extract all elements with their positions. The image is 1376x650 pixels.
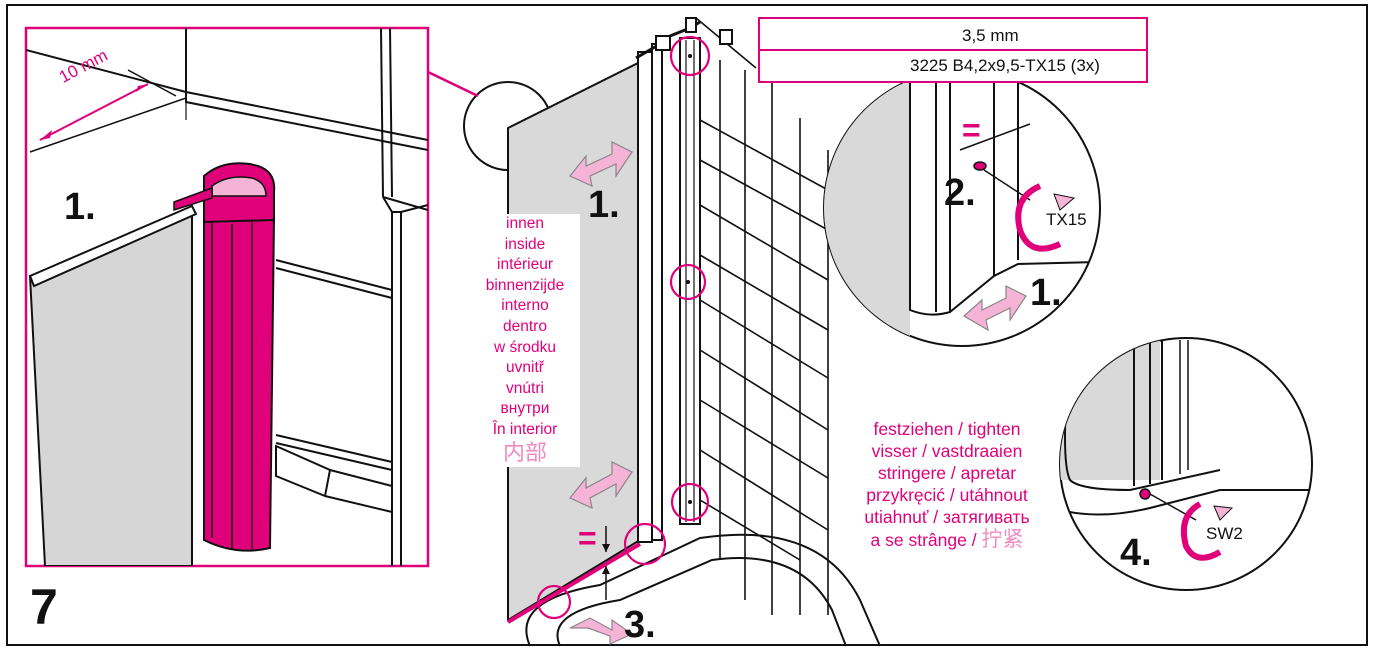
inside-label: binnenzijde <box>485 276 565 294</box>
tighten-label: stringere / apretar <box>877 463 1017 483</box>
inside-label: inside <box>504 235 546 253</box>
screw-spec-label: 3225 B4,2x9,5-TX15 (3x) <box>910 56 1100 75</box>
inside-label: внутри <box>500 400 550 418</box>
step-label-bottom: 3. <box>624 604 656 646</box>
tool-label-sw2: SW2 <box>1206 524 1243 543</box>
inside-label: 内部 <box>502 440 547 466</box>
tighten-label-list: festziehen / tighten visser / vastdraaie… <box>830 418 1064 551</box>
hardware-spec-box <box>758 17 1148 83</box>
step-label-detail-arrow: 1. <box>1030 272 1062 314</box>
tool-label-tx15: TX15 <box>1046 210 1087 229</box>
step-label-detail: 2. <box>944 172 976 214</box>
tile-grid-main <box>695 17 829 615</box>
detail-panel-left <box>24 26 430 568</box>
inside-label: uvnitř <box>506 359 544 377</box>
equal-sign-main: = <box>578 520 597 556</box>
tighten-label: przykręcić / utáhnout <box>866 485 1028 505</box>
step-label-tighten: 4. <box>1120 532 1152 574</box>
inside-label: w środku <box>493 338 557 356</box>
detail-circle-bottom-right <box>1059 337 1313 591</box>
inside-label-list: innen inside intérieur binnenzijde inter… <box>470 214 580 467</box>
inside-label: interno <box>501 297 549 315</box>
drill-size-label: 3,5 mm <box>962 26 1019 45</box>
step-label-left: 1. <box>64 186 96 228</box>
tighten-label-cn: 拧紧 <box>981 527 1024 551</box>
step-label-upper: 1. <box>588 184 620 226</box>
equal-sign-detail: = <box>962 112 981 148</box>
figure-number: 7 <box>30 579 58 635</box>
inside-label: vnútri <box>506 379 544 397</box>
figure-frame <box>6 4 1368 646</box>
main-scene <box>506 17 881 647</box>
tighten-label: visser / vastdraaien <box>871 441 1023 461</box>
double-arrow-icon <box>569 141 634 645</box>
inside-label: dentro <box>503 317 547 335</box>
tighten-label-last: a se strânge / 拧紧 <box>830 528 1064 551</box>
inside-label: innen <box>506 215 544 232</box>
tighten-label: festziehen / tighten <box>873 419 1021 439</box>
inside-label: intérieur <box>497 256 553 274</box>
tighten-label: a se strânge / <box>870 530 982 550</box>
inside-label: În interior <box>492 420 558 438</box>
tighten-label: utiahnuť / затягивать <box>864 507 1030 527</box>
